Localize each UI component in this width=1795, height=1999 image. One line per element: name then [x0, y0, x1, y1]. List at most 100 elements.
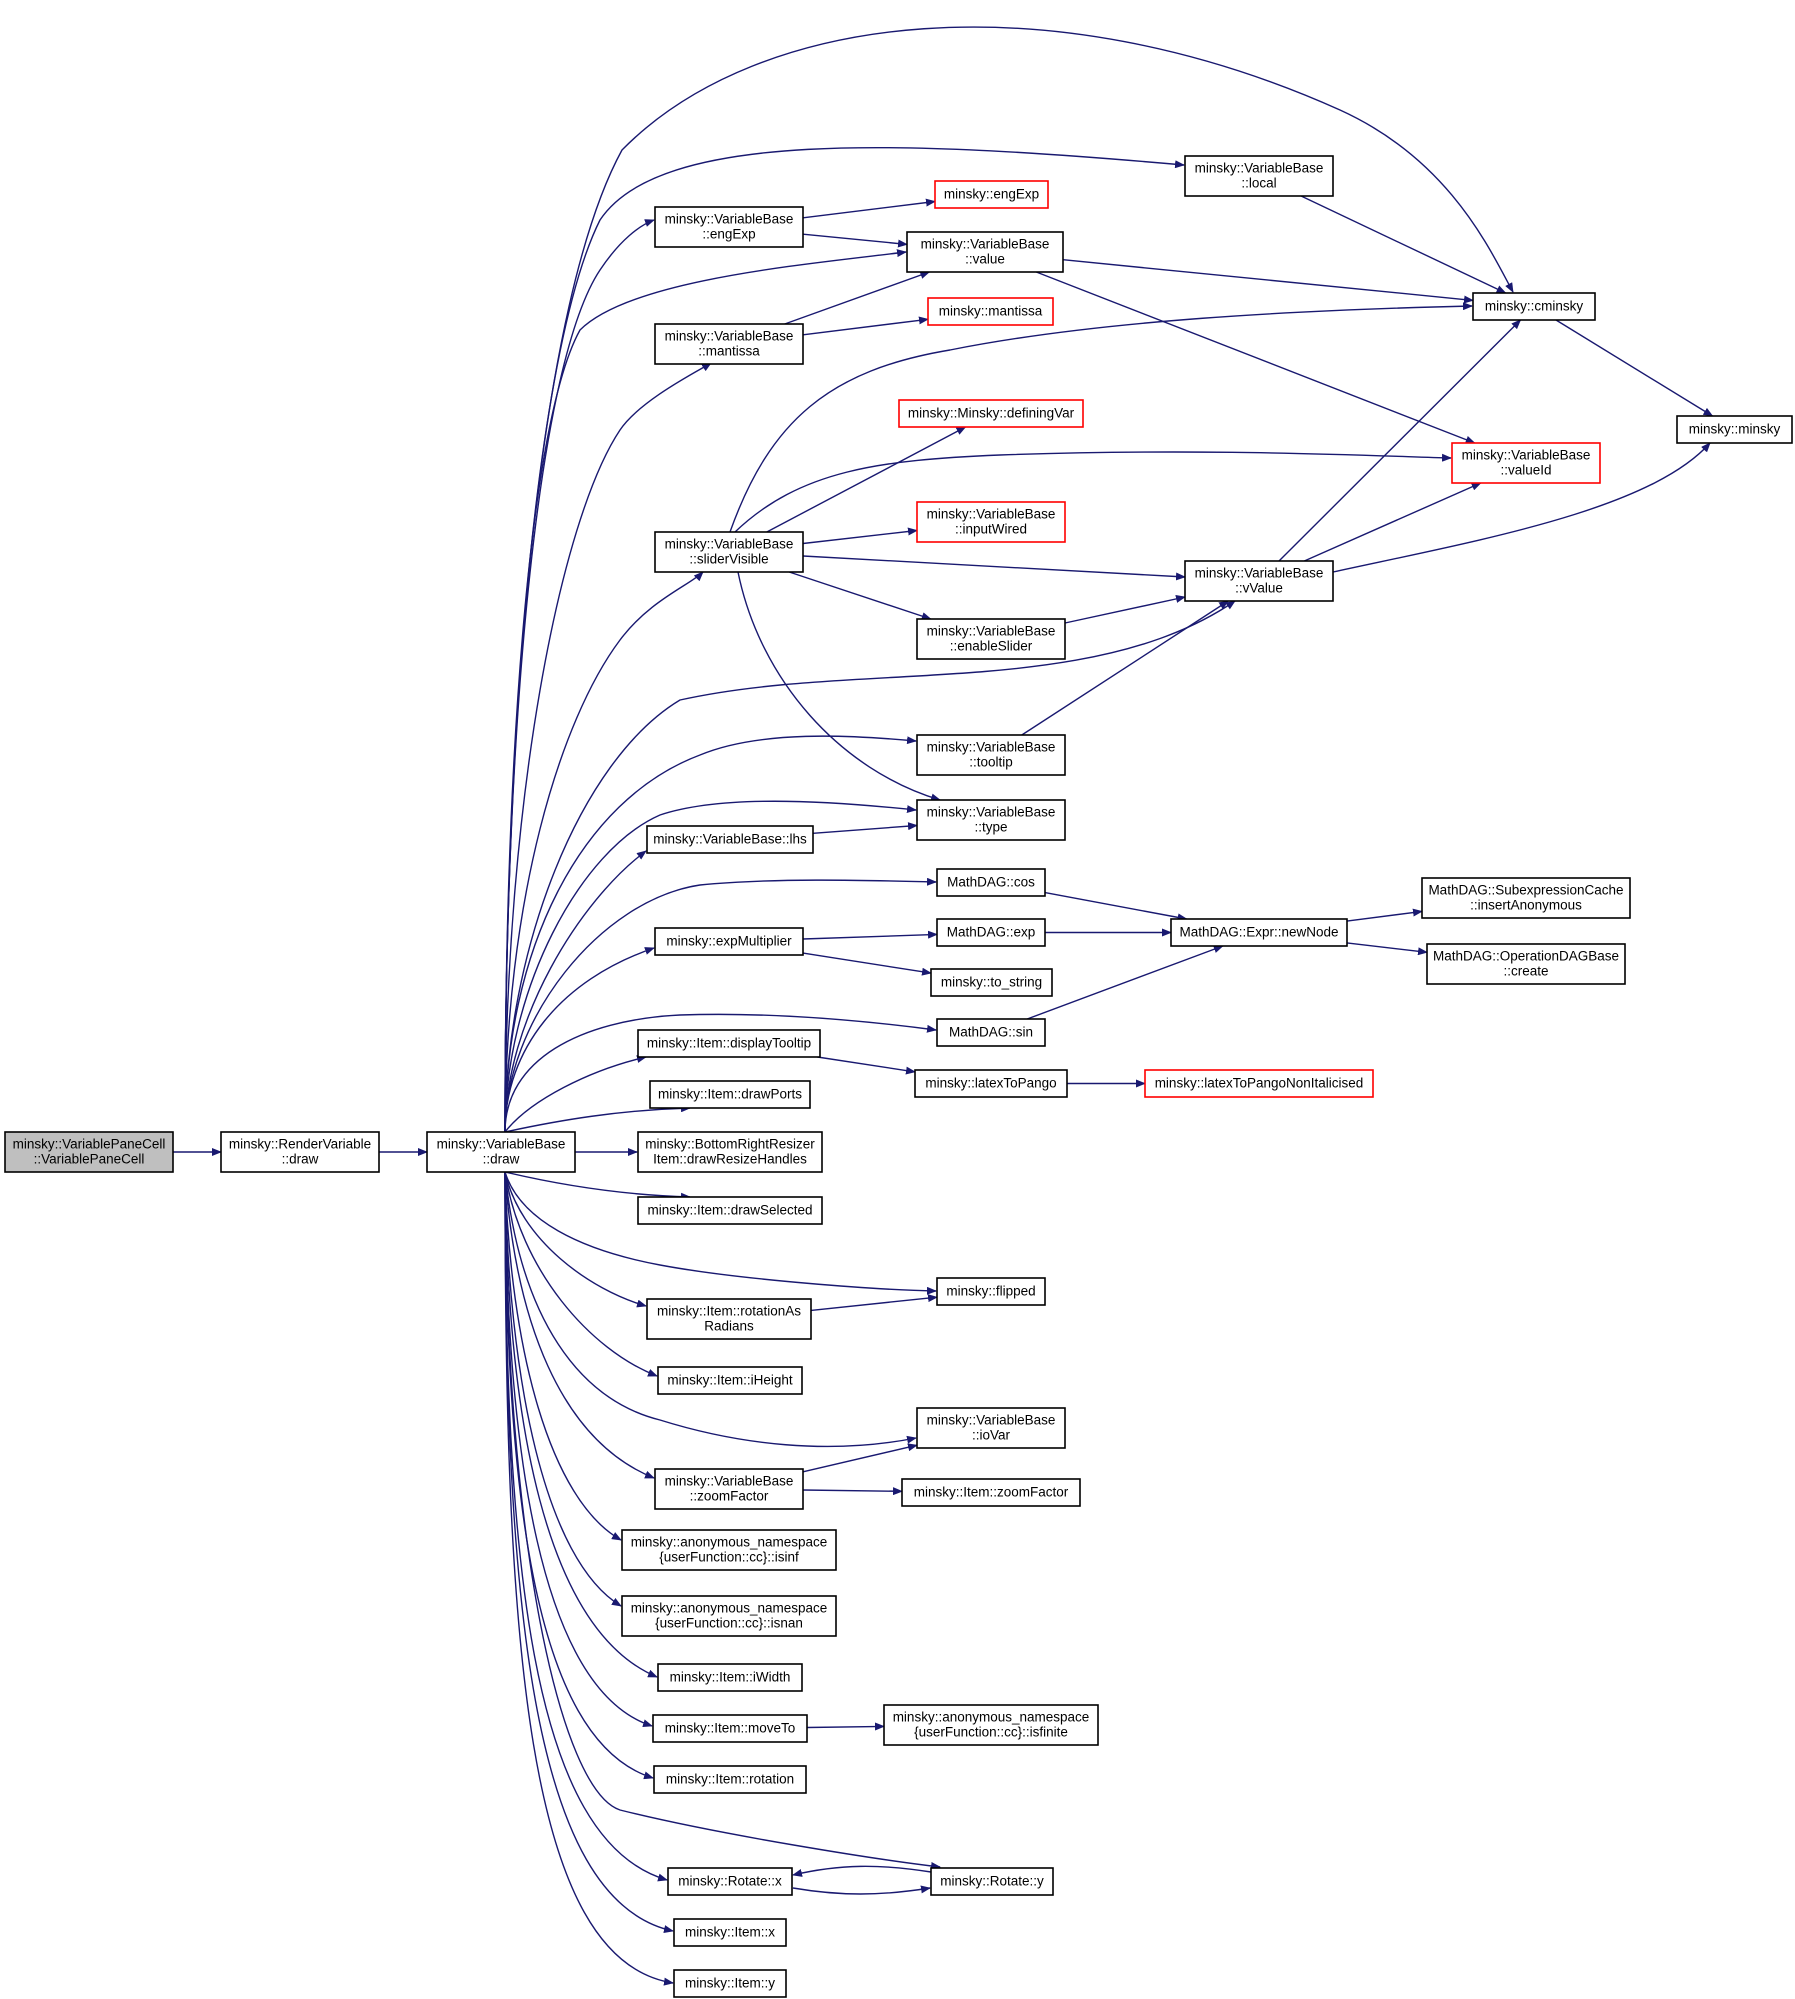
node-box[interactable]: [654, 927, 804, 956]
node-box[interactable]: [1184, 155, 1334, 197]
node-value[interactable]: minsky::VariableBase::value: [906, 231, 1064, 273]
node-box[interactable]: [646, 1298, 812, 1340]
node-expmult[interactable]: minsky::expMultiplier: [654, 927, 804, 956]
node-msin[interactable]: MathDAG::sin: [936, 1018, 1046, 1047]
node-box[interactable]: [654, 206, 804, 248]
node-box[interactable]: [1426, 943, 1626, 985]
node-box[interactable]: [916, 1407, 1066, 1449]
node-rv[interactable]: minsky::RenderVariable::draw: [220, 1131, 380, 1173]
node-box[interactable]: [667, 1867, 793, 1896]
node-vvalue[interactable]: minsky::VariableBase::vValue: [1184, 560, 1334, 602]
node-box[interactable]: [637, 1029, 821, 1058]
node-type[interactable]: minsky::VariableBase::type: [916, 799, 1066, 841]
node-drawsel[interactable]: minsky::Item::drawSelected: [637, 1196, 823, 1225]
node-latexni[interactable]: minsky::latexToPangoNonItalicised: [1144, 1069, 1374, 1098]
node-box[interactable]: [1184, 560, 1334, 602]
node-opdag[interactable]: MathDAG::OperationDAGBase::create: [1426, 943, 1626, 985]
node-box[interactable]: [1144, 1069, 1374, 1098]
node-moveto[interactable]: minsky::Item::moveTo: [652, 1714, 808, 1743]
node-engexpvb[interactable]: minsky::VariableBase::engExp: [654, 206, 804, 248]
node-subexpr[interactable]: MathDAG::SubexpressionCache::insertAnony…: [1421, 877, 1631, 919]
node-box[interactable]: [4, 1131, 174, 1173]
node-box[interactable]: [906, 231, 1064, 273]
node-box[interactable]: [936, 868, 1046, 897]
node-roty[interactable]: minsky::Rotate::y: [930, 1867, 1054, 1896]
node-valueid[interactable]: minsky::VariableBase::valueId: [1451, 442, 1601, 484]
node-rotation[interactable]: minsky::Item::rotation: [653, 1765, 807, 1794]
node-box[interactable]: [657, 1366, 803, 1395]
node-box[interactable]: [426, 1131, 576, 1173]
node-box[interactable]: [930, 1867, 1054, 1896]
node-box[interactable]: [901, 1478, 1081, 1507]
node-box[interactable]: [673, 1918, 787, 1947]
node-box[interactable]: [637, 1131, 823, 1173]
node-box[interactable]: [916, 799, 1066, 841]
node-box[interactable]: [930, 968, 1053, 997]
node-isfinite[interactable]: minsky::anonymous_namespace{userFunction…: [883, 1704, 1099, 1746]
node-bottomright[interactable]: minsky::BottomRightResizerItem::drawResi…: [637, 1131, 823, 1173]
node-enableslider[interactable]: minsky::VariableBase::enableSlider: [916, 618, 1066, 660]
node-box[interactable]: [1451, 442, 1601, 484]
node-box[interactable]: [652, 1714, 808, 1743]
node-newnode[interactable]: MathDAG::Expr::newNode: [1170, 918, 1348, 947]
node-mantissavb[interactable]: minsky::VariableBase::mantissa: [654, 323, 804, 365]
node-box[interactable]: [916, 734, 1066, 776]
node-itemx[interactable]: minsky::Item::x: [673, 1918, 787, 1947]
node-slidervis[interactable]: minsky::VariableBase::sliderVisible: [654, 531, 804, 573]
node-box[interactable]: [883, 1704, 1099, 1746]
node-drawports[interactable]: minsky::Item::drawPorts: [649, 1080, 811, 1109]
node-cminsky[interactable]: minsky::cminsky: [1472, 292, 1596, 321]
node-box[interactable]: [654, 531, 804, 573]
node-box[interactable]: [916, 501, 1066, 543]
node-box[interactable]: [220, 1131, 380, 1173]
node-rotx[interactable]: minsky::Rotate::x: [667, 1867, 793, 1896]
node-box[interactable]: [936, 918, 1046, 947]
node-box[interactable]: [649, 1080, 811, 1109]
node-box[interactable]: [1676, 415, 1793, 444]
node-latex[interactable]: minsky::latexToPango: [914, 1069, 1068, 1098]
node-box[interactable]: [646, 825, 814, 854]
node-box[interactable]: [1170, 918, 1348, 947]
node-zoomitem[interactable]: minsky::Item::zoomFactor: [901, 1478, 1081, 1507]
node-disptooltip[interactable]: minsky::Item::displayTooltip: [637, 1029, 821, 1058]
node-iheight[interactable]: minsky::Item::iHeight: [657, 1366, 803, 1395]
node-minsky[interactable]: minsky::minsky: [1676, 415, 1793, 444]
node-local[interactable]: minsky::VariableBase::local: [1184, 155, 1334, 197]
node-box[interactable]: [934, 180, 1049, 209]
node-vpc[interactable]: minsky::VariablePaneCell::VariablePaneCe…: [4, 1131, 174, 1173]
node-iovar[interactable]: minsky::VariableBase::ioVar: [916, 1407, 1066, 1449]
node-box[interactable]: [621, 1595, 837, 1637]
node-definingvar[interactable]: minsky::Minsky::definingVar: [898, 399, 1084, 428]
node-box[interactable]: [916, 618, 1066, 660]
node-vbdraw[interactable]: minsky::VariableBase::draw: [426, 1131, 576, 1173]
node-mantissa[interactable]: minsky::mantissa: [927, 297, 1054, 326]
node-box[interactable]: [621, 1529, 837, 1571]
node-isinf[interactable]: minsky::anonymous_namespace{userFunction…: [621, 1529, 837, 1571]
node-box[interactable]: [1472, 292, 1596, 321]
node-engexp[interactable]: minsky::engExp: [934, 180, 1049, 209]
node-tooltip[interactable]: minsky::VariableBase::tooltip: [916, 734, 1066, 776]
node-box[interactable]: [1421, 877, 1631, 919]
node-itemy[interactable]: minsky::Item::y: [673, 1969, 787, 1998]
node-box[interactable]: [657, 1663, 803, 1692]
node-mexp[interactable]: MathDAG::exp: [936, 918, 1046, 947]
node-cos[interactable]: MathDAG::cos: [936, 868, 1046, 897]
node-zoomvb[interactable]: minsky::VariableBase::zoomFactor: [654, 1468, 804, 1510]
node-box[interactable]: [927, 297, 1054, 326]
node-flipped[interactable]: minsky::flipped: [936, 1277, 1046, 1306]
node-box[interactable]: [914, 1069, 1068, 1098]
node-box[interactable]: [653, 1765, 807, 1794]
node-box[interactable]: [673, 1969, 787, 1998]
node-isnan[interactable]: minsky::anonymous_namespace{userFunction…: [621, 1595, 837, 1637]
node-tostring[interactable]: minsky::to_string: [930, 968, 1053, 997]
node-box[interactable]: [654, 1468, 804, 1510]
node-inputwired[interactable]: minsky::VariableBase::inputWired: [916, 501, 1066, 543]
node-box[interactable]: [936, 1018, 1046, 1047]
node-box[interactable]: [637, 1196, 823, 1225]
node-box[interactable]: [936, 1277, 1046, 1306]
node-box[interactable]: [654, 323, 804, 365]
node-lhs[interactable]: minsky::VariableBase::lhs: [646, 825, 814, 854]
node-iwidth[interactable]: minsky::Item::iWidth: [657, 1663, 803, 1692]
node-box[interactable]: [898, 399, 1084, 428]
